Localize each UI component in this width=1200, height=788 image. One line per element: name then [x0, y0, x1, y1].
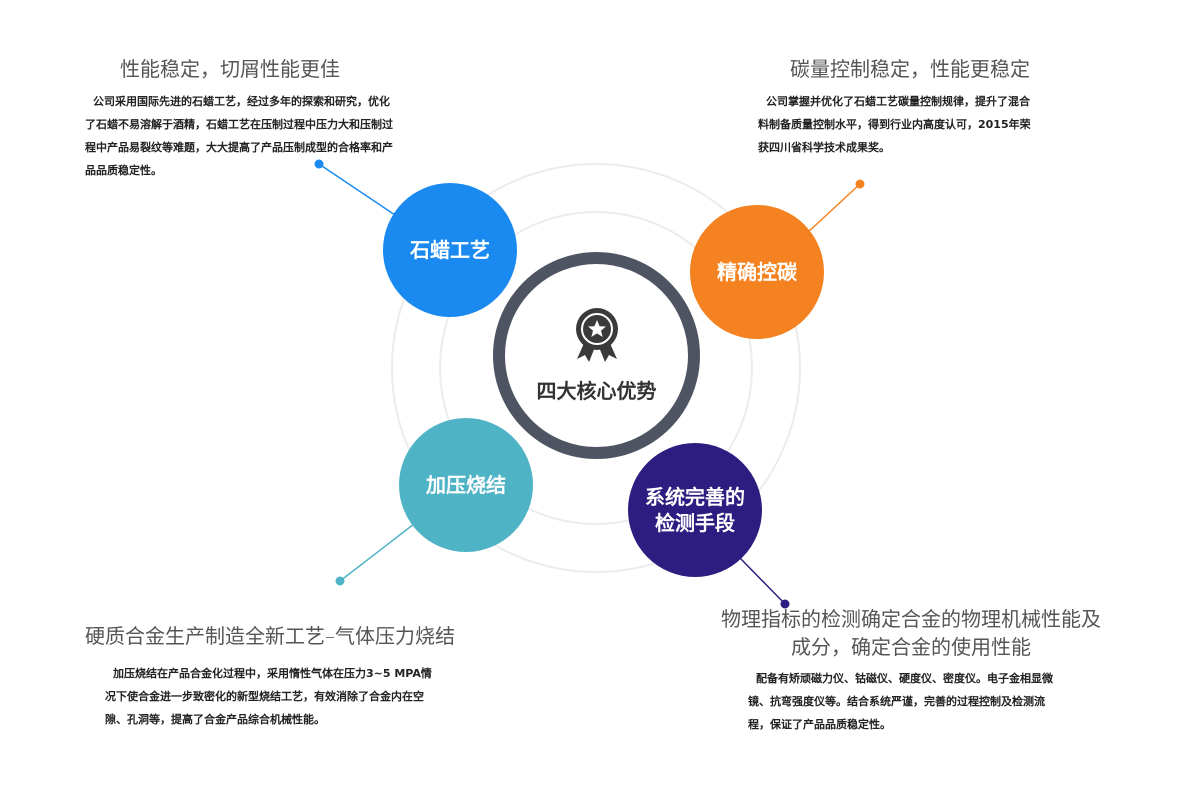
connector-line: [739, 557, 786, 605]
center-title: 四大核心优势: [536, 379, 657, 403]
connector-dot: [335, 576, 345, 586]
block-title: 硬质合金生产制造全新工艺–气体压力烧结: [85, 624, 455, 648]
block-title: 性能稳定，切屑性能更佳: [120, 57, 340, 81]
connector-dot: [314, 159, 324, 169]
block-title: 碳量控制稳定，性能更稳定: [790, 57, 1030, 81]
connector-line: [318, 163, 396, 216]
block-description: 加压烧结在产品合金化过程中，采用惰性气体在压力3~5 MPA情况下使合金进一步致…: [105, 667, 432, 726]
node-testing[interactable]: 系统完善的检测手段: [628, 443, 762, 577]
node-pressure-sintering[interactable]: 加压烧结: [399, 418, 533, 552]
inner-orbit: [439, 211, 753, 525]
node-paraffin-process[interactable]: 石蜡工艺: [383, 183, 517, 317]
node-label: 系统完善的检测手段: [645, 485, 745, 535]
node-label: 石蜡工艺: [410, 238, 490, 262]
connector-line: [339, 523, 415, 582]
node-label: 加压烧结: [426, 473, 506, 497]
connector-dot: [855, 179, 865, 189]
block-description: 公司掌握并优化了石蜡工艺碳量控制规律，提升了混合料制备质量控制水平，得到行业内高…: [758, 95, 1031, 154]
node-label: 精确控碳: [717, 260, 797, 284]
connector-line: [805, 183, 861, 235]
block-description: 公司采用国际先进的石蜡工艺，经过多年的探索和研究，优化了石蜡不易溶解于酒精，石蜡…: [85, 95, 393, 177]
center-hub: 四大核心优势: [493, 252, 700, 459]
node-carbon-control[interactable]: 精确控碳: [690, 205, 824, 339]
block-description: 配备有矫顽磁力仪、钴磁仪、硬度仪、密度仪。电子金相显微镜、抗弯强度仪等。结合系统…: [748, 672, 1053, 731]
award-badge-icon: [575, 308, 618, 362]
connector-dot: [780, 599, 790, 609]
outer-orbit: [391, 163, 801, 573]
block-title: 物理指标的检测确定合金的物理机械性能及成分，确定合金的使用性能: [721, 607, 1101, 659]
